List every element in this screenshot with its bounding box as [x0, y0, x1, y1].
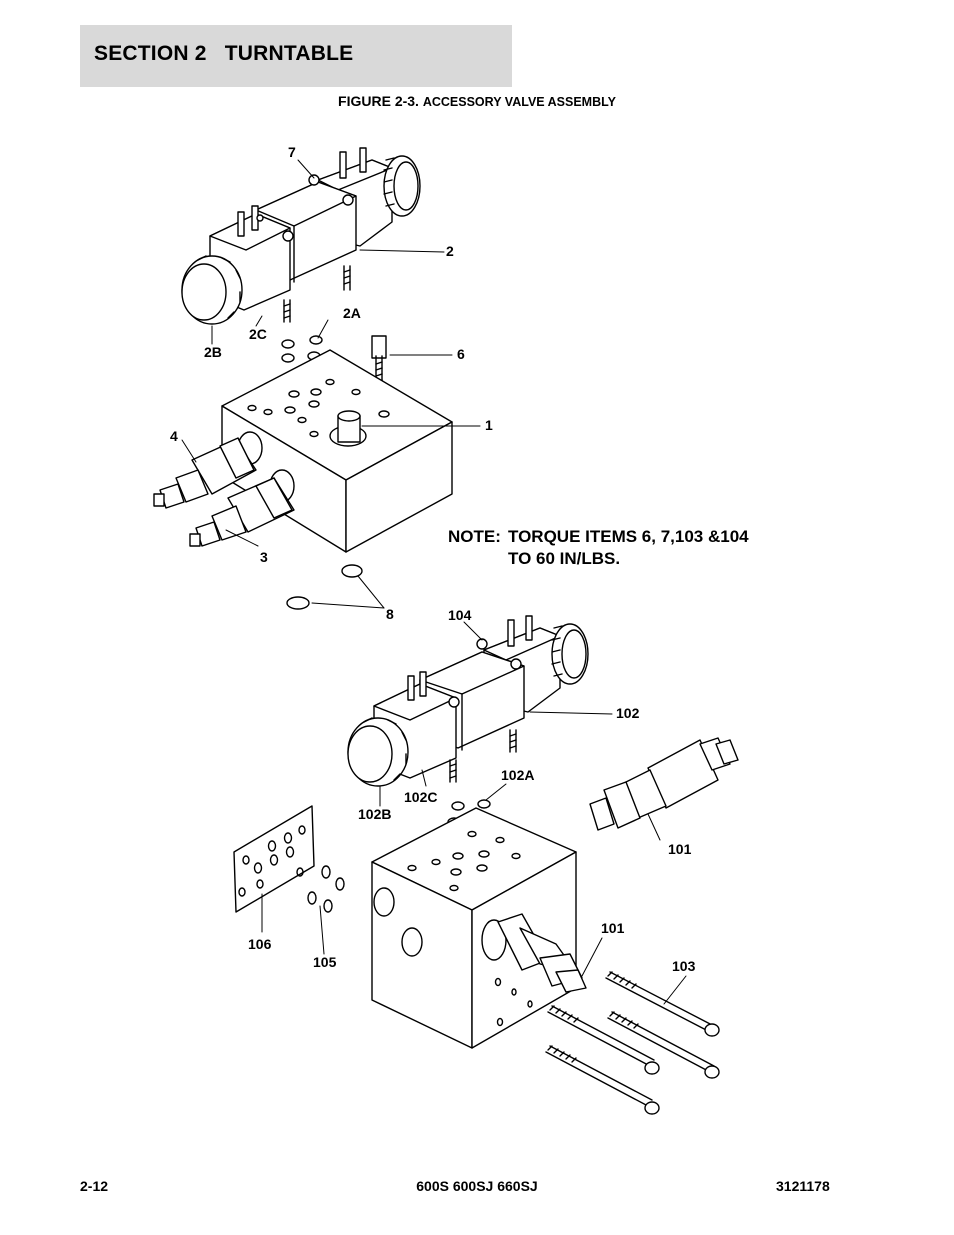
gasket-plate-106 — [233, 805, 315, 913]
o-rings-105 — [307, 865, 345, 913]
callout-4: 4 — [170, 428, 178, 444]
o-rings-8 — [286, 564, 363, 610]
callout-101-loose: 101 — [668, 841, 692, 857]
section-title: SECTION 2 TURNTABLE — [94, 42, 353, 66]
bolts-103 — [545, 971, 720, 1115]
callout-102a: 102A — [501, 767, 534, 783]
lower-leader-lines — [261, 621, 687, 1005]
callout-102b: 102B — [358, 806, 391, 822]
note-label: NOTE: — [448, 527, 501, 546]
callout-8: 8 — [386, 606, 394, 622]
callout-2a: 2A — [343, 305, 361, 321]
figure-title: FIGURE 2-3. ACCESSORY VALVE ASSEMBLY — [0, 93, 954, 109]
callout-2c: 2C — [249, 326, 267, 342]
figure-name: ACCESSORY VALVE ASSEMBLY — [422, 95, 616, 109]
callout-103: 103 — [672, 958, 696, 974]
callout-102: 102 — [616, 705, 640, 721]
callout-106: 106 — [248, 936, 272, 952]
lower-manifold-block — [371, 807, 577, 1049]
section-number: SECTION 2 — [94, 42, 207, 65]
callout-3: 3 — [260, 549, 268, 565]
note-line-2: TO 60 IN/LBS. — [508, 549, 621, 568]
torque-note: NOTE: TORQUE ITEMS 6, 7,103 &104 TO 60 I… — [448, 526, 749, 570]
callout-1: 1 — [485, 417, 493, 433]
section-header-bar: SECTION 2 TURNTABLE — [80, 25, 512, 87]
footer-models: 600S 600SJ 660SJ — [416, 1178, 538, 1194]
upper-solenoid-valve — [181, 147, 421, 325]
cartridge-valve-101-installed — [497, 913, 587, 993]
callout-105: 105 — [313, 954, 337, 970]
cartridge-valve-4 — [153, 437, 257, 509]
cartridge-valve-101-loose — [589, 737, 739, 831]
callout-7: 7 — [288, 144, 296, 160]
footer-doc-number: 3121178 — [776, 1178, 830, 1194]
figure-number: FIGURE 2-3. — [338, 93, 419, 109]
note-line-1: TORQUE ITEMS 6, 7,103 &104 — [508, 527, 749, 546]
callout-labels: 7 2 2A 2C 2B 6 1 4 3 8 104 102 102A 102C… — [170, 144, 696, 974]
callout-2b: 2B — [204, 344, 222, 360]
callout-102c: 102C — [404, 789, 437, 805]
section-name: TURNTABLE — [224, 42, 354, 65]
upper-leader-lines — [181, 159, 481, 609]
callout-104: 104 — [448, 607, 472, 623]
callout-101-installed: 101 — [601, 920, 625, 936]
callout-6: 6 — [457, 346, 465, 362]
cartridge-valve-3 — [189, 477, 295, 547]
lower-solenoid-valve — [347, 615, 589, 787]
footer-page-number: 2-12 — [80, 1178, 109, 1194]
callout-2: 2 — [446, 243, 454, 259]
